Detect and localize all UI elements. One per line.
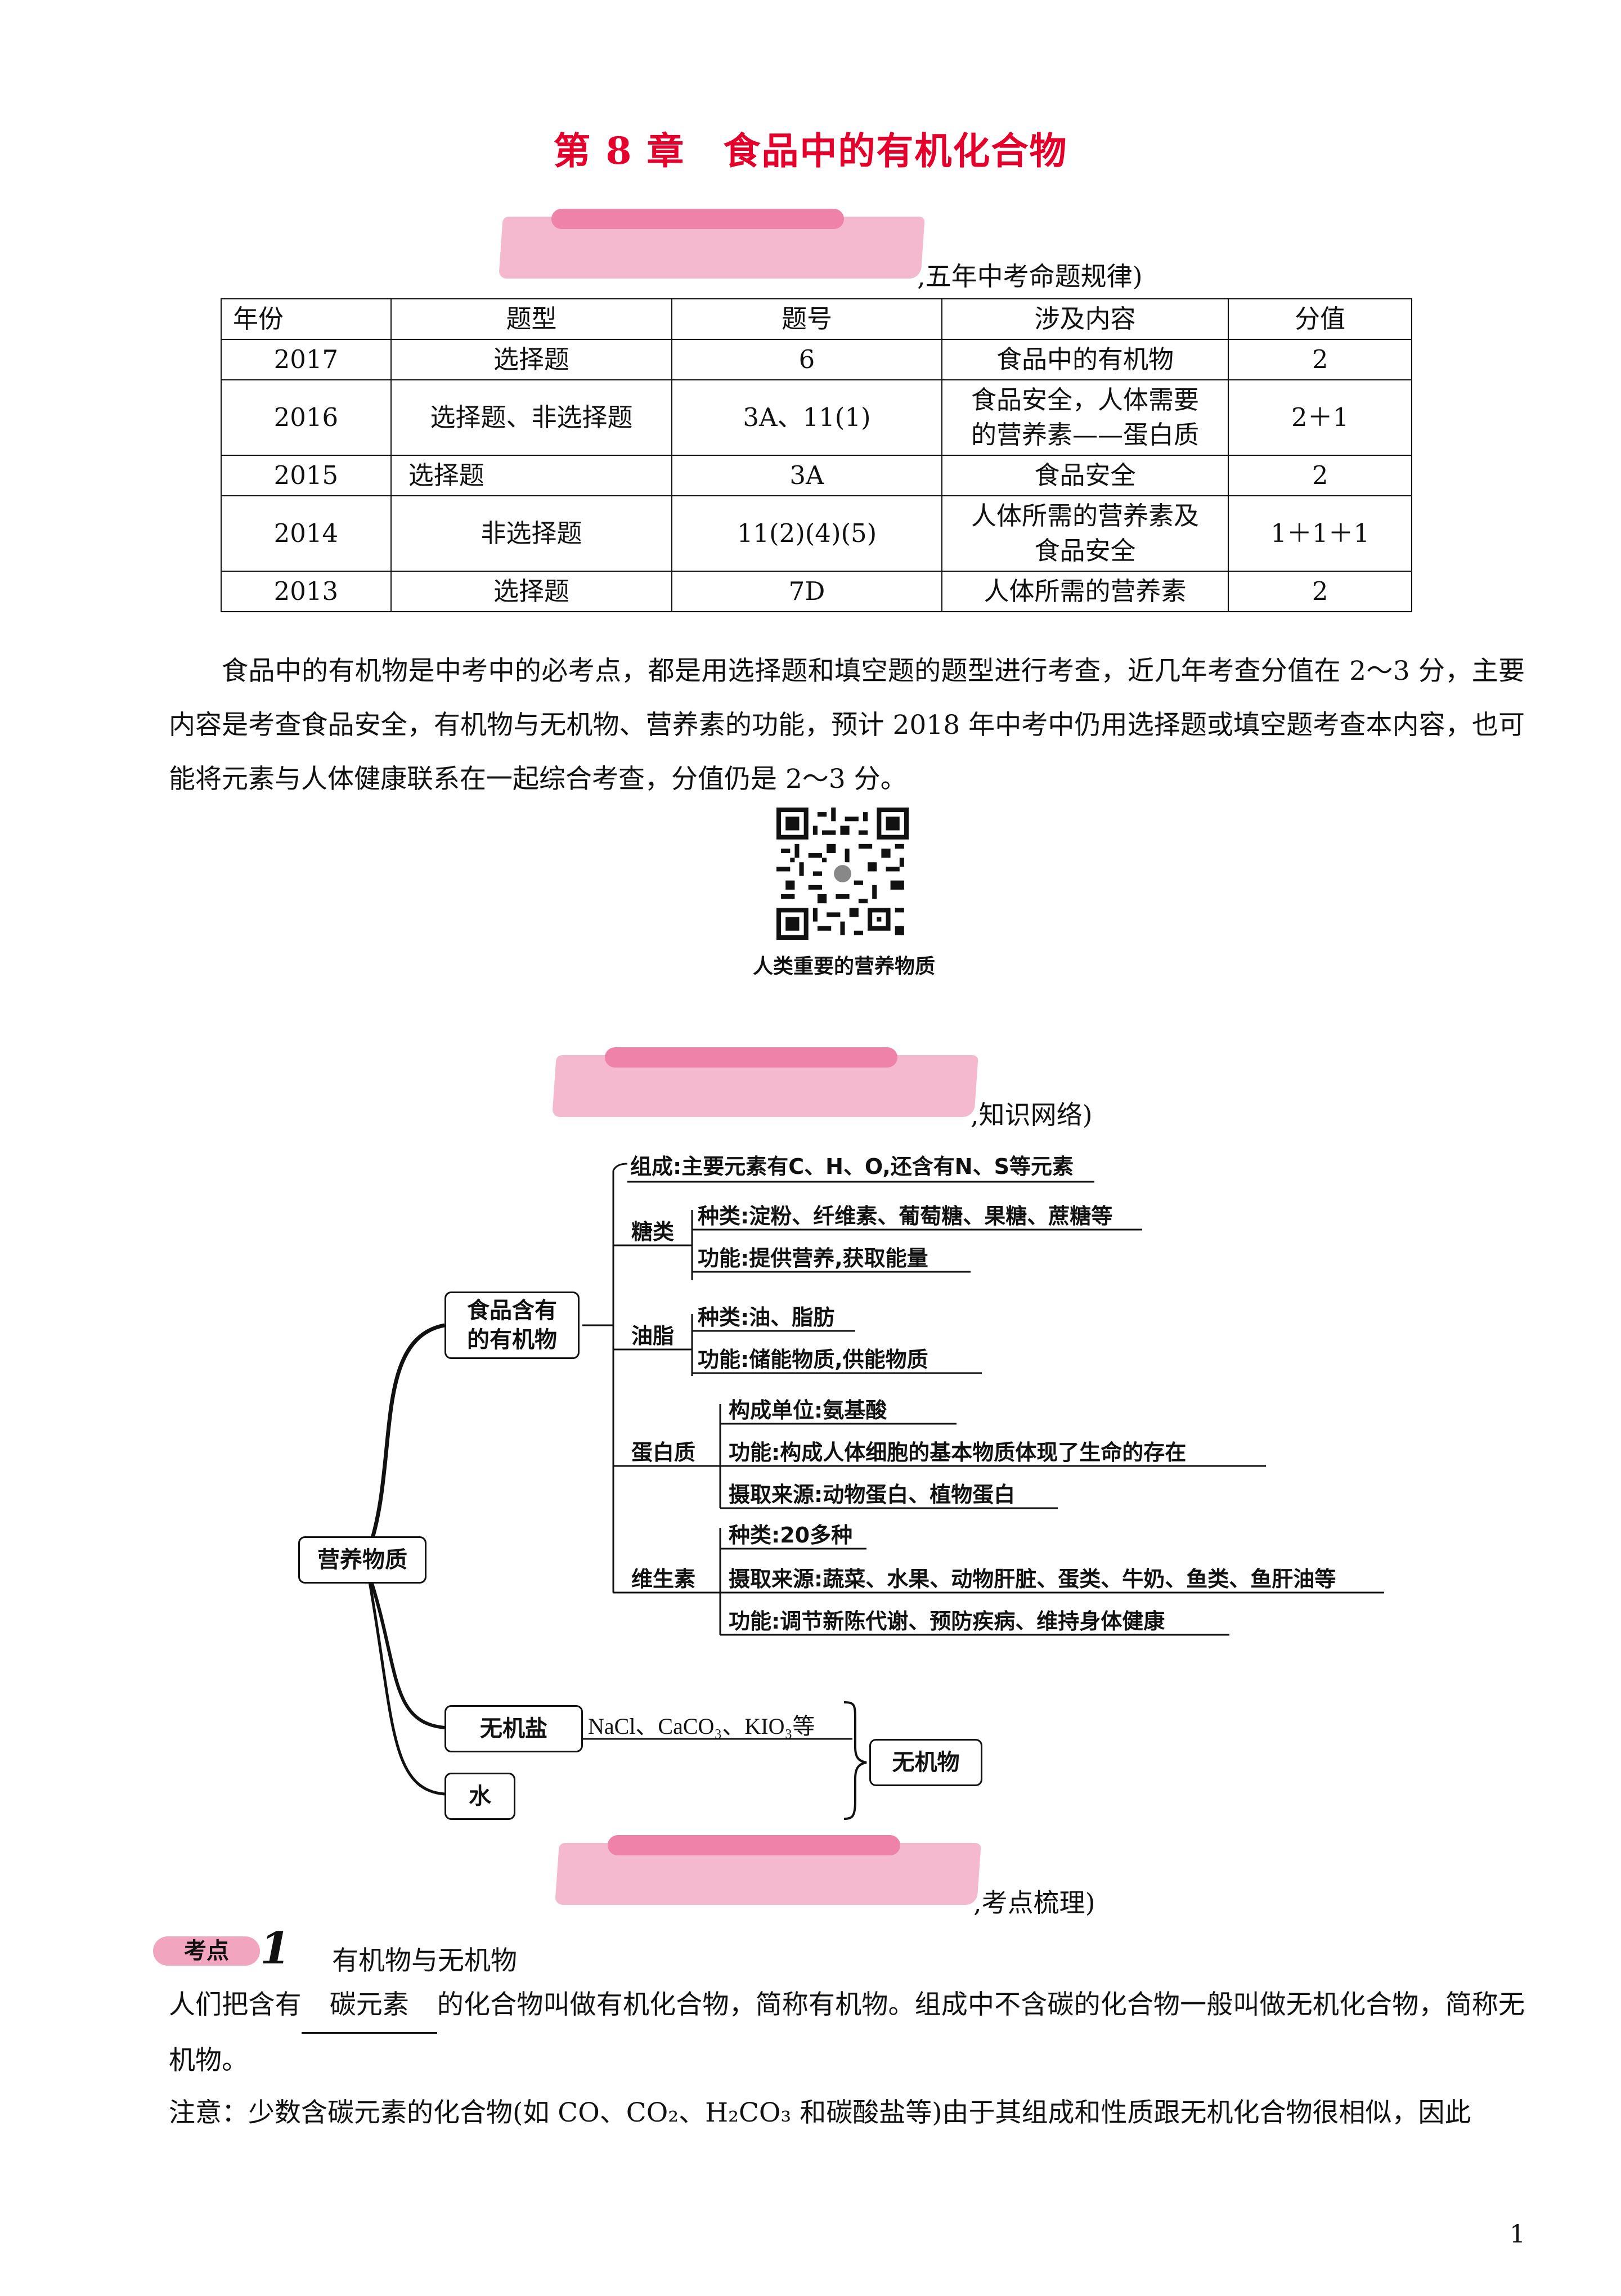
table-row: 2016 选择题、非选择题 3A、11(1) 食品安全，人体需要的营养素——蛋白…	[221, 379, 1412, 456]
intro-paragraph: 食品中的有机物是中考中的必考点，都是用选择题和填空题的题型进行考查，近几年考查分…	[169, 656, 1525, 795]
cell-number: 6	[671, 339, 942, 380]
cell-score: 2	[1228, 455, 1412, 496]
mindmap-vitamin-kinds: 种类:20多种	[729, 1523, 853, 1548]
mindmap-salt-box: 无机盐	[444, 1705, 583, 1752]
cell-score: 2＋1	[1228, 379, 1412, 456]
header-content: 涉及内容	[941, 298, 1229, 340]
mindmap-root: 营养物质	[298, 1536, 426, 1584]
cell-number: 3A、11(1)	[671, 379, 942, 456]
mindmap-salt-examples: NaCl、CaCO₃、KIO₃等	[588, 1714, 815, 1739]
mindmap-fat-func: 功能:储能物质,供能物质	[698, 1347, 928, 1372]
mindmap-vitamin-func: 功能:调节新陈代谢、预防疾病、维持身体健康	[729, 1609, 1165, 1634]
exam-statistics-table: 年份 题型 题号 涉及内容 分值 2017 选择题 6 食品中的有机物 2 20…	[221, 298, 1412, 612]
mindmap-composition: 组成:主要元素有C、H、O,还含有N、S等元素	[630, 1154, 1074, 1179]
kaodian-paragraph-1: 人们把含有碳元素的化合物叫做有机化合物，简称有机物。组成中不含碳的化合物一般叫做…	[169, 1978, 1525, 2088]
header-score: 分值	[1228, 298, 1412, 340]
mindmap-vitamin-label: 维生素	[631, 1567, 696, 1591]
mindmap-protein-source: 摄取来源:动物蛋白、植物蛋白	[729, 1482, 1016, 1507]
table-row: 2017 选择题 6 食品中的有机物 2	[221, 339, 1412, 380]
header-type: 题型	[390, 298, 673, 340]
section-label-points: ,考点梳理)	[973, 1887, 1095, 1918]
mindmap-protein-unit: 构成单位:氨基酸	[729, 1398, 887, 1423]
mindmap-sugar-label: 糖类	[631, 1219, 675, 1244]
cell-year: 2013	[221, 571, 392, 612]
header-year: 年份	[221, 298, 392, 340]
qr-code-image[interactable]	[776, 808, 909, 940]
section-label-network: ,知识网络)	[971, 1100, 1093, 1130]
kaodian-paragraph-2: 注意：少数含碳元素的化合物(如 CO、CO₂、H₂CO₃ 和碳酸盐等)由于其组成…	[169, 2097, 1471, 2128]
qr-caption: 人类重要的营养物质	[752, 954, 935, 978]
kaodian-heading: 有机物与无机物	[332, 1945, 517, 1976]
kaodian-tag: 考点	[153, 1936, 260, 1966]
mindmap-protein-func: 功能:构成人体细胞的基本物质体现了生命的存在	[729, 1440, 1187, 1465]
cell-content: 食品安全，人体需要的营养素——蛋白质	[941, 379, 1229, 456]
cell-number: 7D	[671, 571, 942, 612]
mindmap-protein-label: 蛋白质	[631, 1440, 696, 1465]
cell-score: 2	[1228, 571, 1412, 612]
page-number: 1	[1510, 2220, 1525, 2249]
cell-type: 选择题	[390, 339, 673, 380]
cell-type: 选择题	[390, 571, 673, 612]
cell-content: 人体所需的营养素	[941, 571, 1229, 612]
chapter-title: 第 8 章 食品中的有机化合物	[553, 129, 1068, 173]
mindmap-organic-box: 食品含有的有机物	[444, 1292, 580, 1359]
cell-type: 非选择题	[390, 495, 673, 572]
cell-year: 2014	[221, 495, 392, 572]
mindmap-fat-kinds: 种类:油、脂肪	[698, 1305, 835, 1330]
answer-blank: 碳元素	[301, 1978, 437, 2034]
header-number: 题号	[671, 298, 942, 340]
cell-year: 2017	[221, 339, 392, 380]
cell-number: 11(2)(4)(5)	[671, 495, 942, 572]
mindmap-water-box: 水	[444, 1773, 515, 1820]
section-label-rule: ,五年中考命题规律)	[917, 261, 1143, 292]
mindmap-sugar-func: 功能:提供营养,获取能量	[698, 1246, 928, 1271]
cell-score: 2	[1228, 339, 1412, 380]
table-row: 2014 非选择题 11(2)(4)(5) 人体所需的营养素及食品安全 1＋1＋…	[221, 495, 1412, 572]
table-row: 2013 选择题 7D 人体所需的营养素 2	[221, 571, 1412, 612]
table-header-row: 年份 题型 题号 涉及内容 分值	[221, 298, 1412, 340]
mindmap-fat-label: 油脂	[631, 1324, 675, 1348]
cell-content: 食品中的有机物	[941, 339, 1229, 380]
cell-content: 食品安全	[941, 455, 1229, 496]
cell-number: 3A	[671, 455, 942, 496]
mindmap-sugar-kinds: 种类:淀粉、纤维素、葡萄糖、果糖、蔗糖等	[698, 1204, 1113, 1228]
cell-type: 选择题	[390, 455, 673, 496]
kaodian-badge: 考点 1	[153, 1923, 290, 1974]
kaodian-number: 1	[260, 1923, 291, 1974]
cell-year: 2015	[221, 455, 392, 496]
mindmap-vitamin-source: 摄取来源:蔬菜、水果、动物肝脏、蛋类、牛奶、鱼类、鱼肝油等	[729, 1567, 1336, 1591]
cell-type: 选择题、非选择题	[390, 379, 673, 456]
table-row: 2015 选择题 3A 食品安全 2	[221, 455, 1412, 496]
mindmap-inorganic-box: 无机物	[869, 1739, 982, 1786]
cell-year: 2016	[221, 379, 392, 456]
cell-score: 1＋1＋1	[1228, 495, 1412, 572]
cell-content: 人体所需的营养素及食品安全	[941, 495, 1229, 572]
